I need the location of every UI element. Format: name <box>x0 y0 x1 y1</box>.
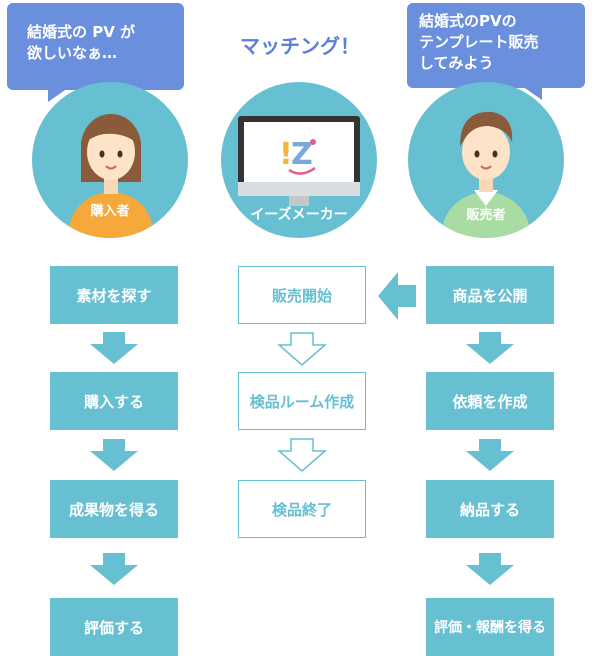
buyer-arrow-3 <box>90 553 138 585</box>
seller-avatar: 販売者 <box>408 82 564 238</box>
platform-arrow-1 <box>277 332 327 366</box>
platform-step-2: 検品ルーム作成 <box>238 372 366 430</box>
svg-text:!: ! <box>279 137 293 172</box>
buyer-step-4: 評価する <box>50 598 178 656</box>
seller-step-4: 評価・報酬を得る <box>426 598 554 656</box>
matching-title: マッチング！ <box>240 34 360 58</box>
platform-circle: ! Z イーズメーカー <box>221 82 377 238</box>
svg-text:Z: Z <box>291 137 313 172</box>
seller-speech-line-1: 結婚式のPVの <box>419 12 517 30</box>
platform-arrow-2 <box>277 438 327 472</box>
buyer-person-icon <box>69 114 153 238</box>
buyer-step-2: 購入する <box>50 372 178 430</box>
buyer-step-1: 素材を探す <box>50 266 178 324</box>
buyer-arrow-2 <box>90 439 138 471</box>
seller-person-icon <box>442 111 530 238</box>
seller-arrow-2 <box>466 439 514 471</box>
buyer-speech-line-2: 欲しいなぁ… <box>27 44 118 62</box>
buyer-step-3: 成果物を得る <box>50 480 178 538</box>
buyer-label: 購入者 <box>90 204 130 219</box>
buyer-arrow-1 <box>90 332 138 364</box>
seller-step-2: 依頼を作成 <box>426 372 554 430</box>
seller-to-platform-arrow <box>378 272 416 320</box>
buyer-avatar: 購入者 <box>32 82 188 238</box>
seller-arrow-1 <box>466 332 514 364</box>
seller-step-1: 商品を公開 <box>426 266 554 324</box>
platform-step-1: 販売開始 <box>238 266 366 324</box>
monitor-icon: ! Z <box>238 116 360 206</box>
platform-label: イーズメーカー <box>250 207 348 223</box>
buyer-speech-tail <box>48 88 68 102</box>
seller-speech-bubble: 結婚式のPVの テンプレート販売 してみよう <box>407 3 585 88</box>
seller-label: 販売者 <box>466 208 506 223</box>
buyer-speech-line-1: 結婚式の PV が <box>27 23 136 41</box>
seller-speech-tail <box>522 86 542 100</box>
seller-speech-line-2: テンプレート販売 <box>419 33 539 51</box>
seller-arrow-3 <box>466 553 514 585</box>
buyer-speech-bubble: 結婚式の PV が 欲しいなぁ… <box>7 3 184 90</box>
platform-step-3: 検品終了 <box>238 480 366 538</box>
seller-speech-line-3: してみよう <box>419 54 494 72</box>
seller-step-3: 納品する <box>426 480 554 538</box>
